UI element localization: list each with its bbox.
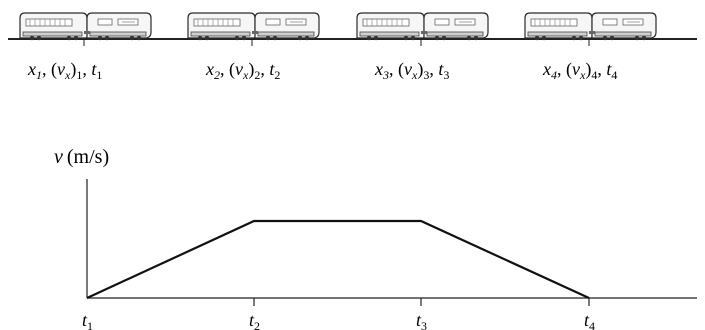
tick-label-t2: t2 <box>249 310 260 330</box>
train-2 <box>187 12 320 46</box>
velocity-profile <box>86 219 590 299</box>
svg-text:x3, (vx)3, t3: x3, (vx)3, t3 <box>374 59 449 82</box>
svg-text:x2, (vx)2, t2: x2, (vx)2, t2 <box>205 59 280 82</box>
svg-text:t2: t2 <box>249 310 260 330</box>
svg-text:x1, (vx)1, t1: x1, (vx)1, t1 <box>27 59 102 82</box>
train-3 <box>356 12 489 46</box>
train-track-diagram: x1, (vx)1, t1 x2, (vx)2, t2 x3, (vx)3, t… <box>8 12 697 82</box>
tick-label-t1: t1 <box>82 310 93 330</box>
svg-text:t1: t1 <box>82 310 93 330</box>
train-label-2: x2, (vx)2, t2 <box>205 59 280 82</box>
y-axis-label: v(m/s) <box>54 146 109 168</box>
train-label-1: x1, (vx)1, t1 <box>27 59 102 82</box>
train-1 <box>19 12 152 46</box>
svg-text:t4: t4 <box>584 310 595 330</box>
svg-text:x4, (vx)4, t4: x4, (vx)4, t4 <box>542 59 617 82</box>
velocity-time-graph: v(m/s) t1 t2 t3 t4 <box>54 146 697 330</box>
svg-text:v(m/s): v(m/s) <box>54 146 109 168</box>
train-4 <box>524 12 657 46</box>
train-label-3: x3, (vx)3, t3 <box>374 59 449 82</box>
train-label-4: x4, (vx)4, t4 <box>542 59 617 82</box>
tick-label-t4: t4 <box>584 310 595 330</box>
tick-label-t3: t3 <box>416 310 427 330</box>
svg-text:t3: t3 <box>416 310 427 330</box>
